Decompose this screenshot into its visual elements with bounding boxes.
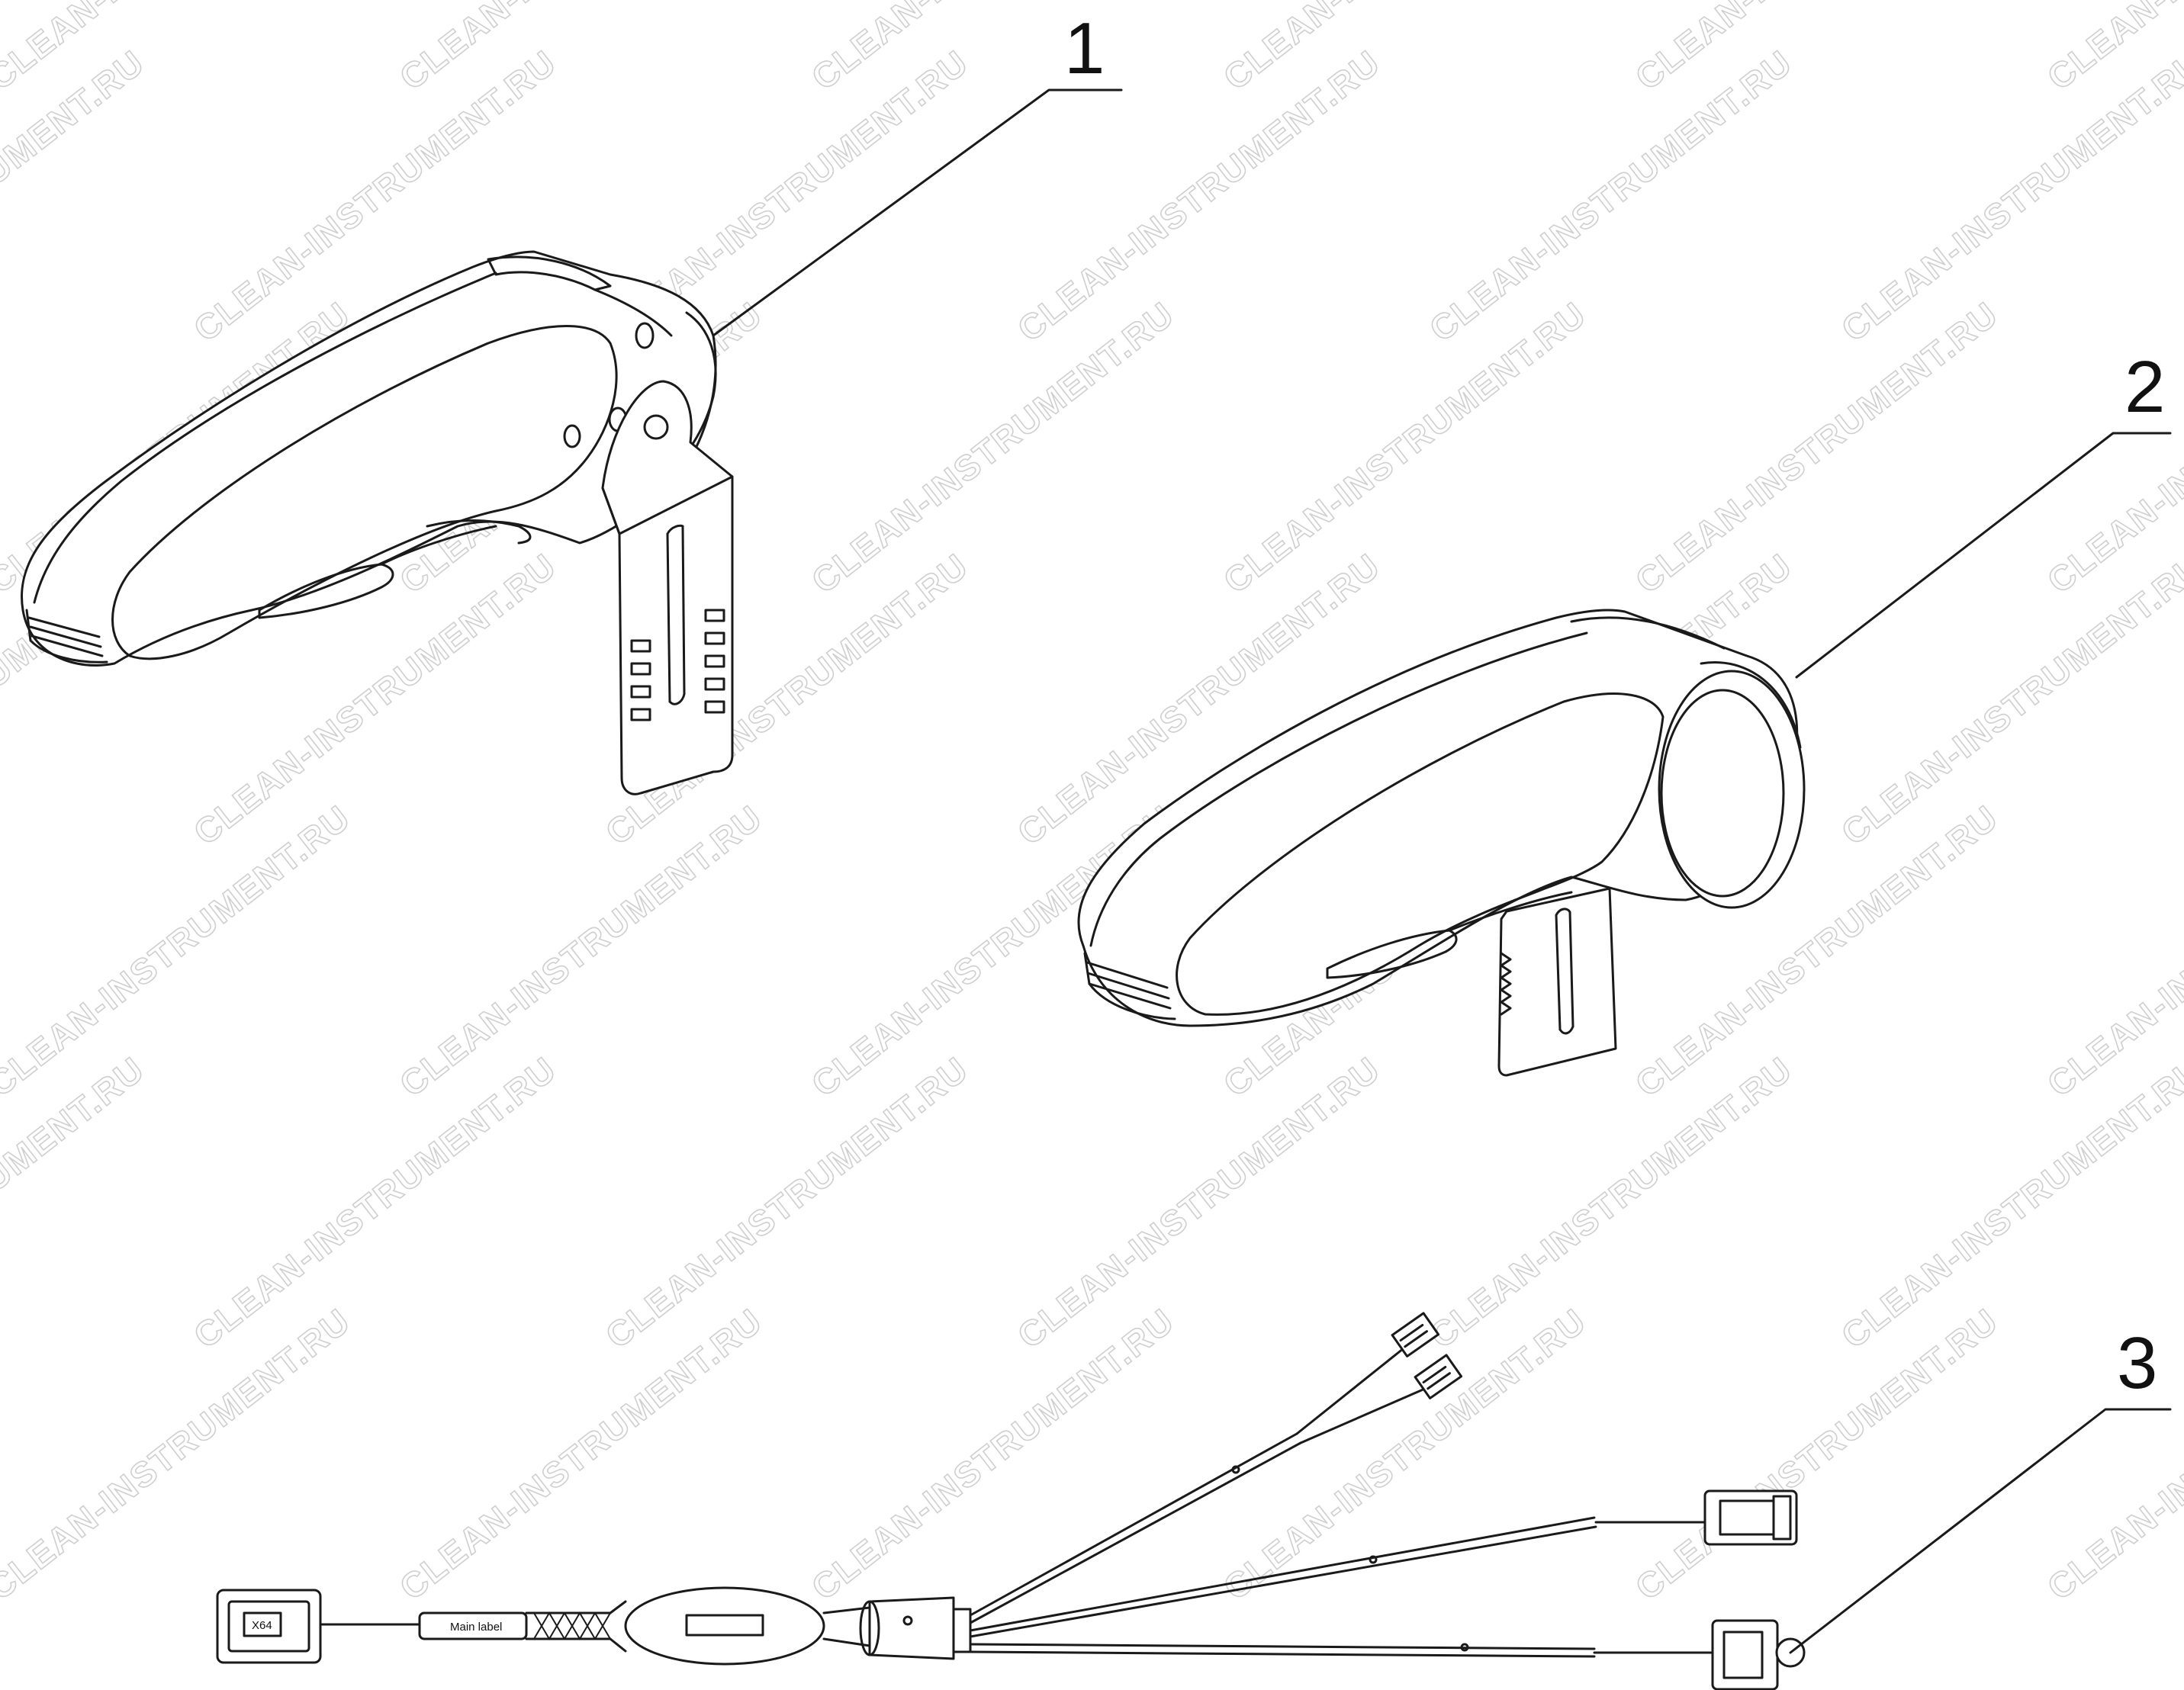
watermark-text: CLEAN-INSTRUMENT.RU: [186, 1049, 564, 1356]
callout-number-3: 3: [2117, 1322, 2157, 1404]
main-label-tag: Main label: [450, 1621, 502, 1634]
watermark-text: CLEAN-INSTRUMENT.RU: [0, 1300, 358, 1608]
watermark-text: CLEAN-INSTRUMENT.RU: [392, 797, 770, 1104]
watermark-text: CLEAN-INSTRUMENT.RU: [2040, 797, 2184, 1104]
watermark-text: CLEAN-INSTRUMENT.RU: [1628, 294, 2005, 601]
watermark-text: CLEAN-INSTRUMENT.RU: [804, 1300, 1182, 1608]
watermark-text: CLEAN-INSTRUMENT.RU: [1216, 294, 1594, 601]
watermark-text: CLEAN-INSTRUMENT.RU: [598, 1049, 976, 1356]
wiring-harness: X64 Main label: [216, 1312, 1806, 1690]
watermark-text: CLEAN-INSTRUMENT.RU: [1834, 1049, 2184, 1356]
watermark-text: CLEAN-INSTRUMENT.RU: [1628, 1300, 2005, 1608]
watermark-text: CLEAN-INSTRUMENT.RU: [1010, 1049, 1388, 1356]
watermark-text: CLEAN-INSTRUMENT.RU: [2040, 294, 2184, 601]
armrest-2: [1077, 609, 1806, 1077]
watermark-text: CLEAN-INSTRUMENT.RU: [804, 0, 1182, 98]
watermark-text: CLEAN-INSTRUMENT.RU: [0, 0, 358, 98]
watermark-text: CLEAN-INSTRUMENT.RU: [392, 0, 770, 98]
armrest-1: [21, 250, 734, 795]
watermark-text: CLEAN-INSTRUMENT.RU: [0, 797, 358, 1104]
watermark-text: CLEAN-INSTRUMENT.RU: [1422, 1049, 1800, 1356]
callout-2: 2: [1795, 346, 2172, 679]
callout-number-1: 1: [1064, 8, 1105, 89]
watermark-text: CLEAN-INSTRUMENT.RU: [1834, 545, 2184, 853]
watermark-text: CLEAN-INSTRUMENT.RU: [0, 1049, 152, 1356]
watermark-text: CLEAN-INSTRUMENT.RU: [392, 1300, 770, 1608]
connector-tag-x64: X64: [252, 1619, 272, 1632]
callout-number-2: 2: [2124, 346, 2165, 428]
watermark-text: CLEAN-INSTRUMENT.RU: [1216, 0, 1594, 98]
watermark-text: CLEAN-INSTRUMENT.RU: [2040, 1300, 2184, 1608]
watermark-text: CLEAN-INSTRUMENT.RU: [804, 294, 1182, 601]
watermark-text: CLEAN-INSTRUMENT.RU: [1834, 42, 2184, 349]
watermark-text: CLEAN-INSTRUMENT.RU: [1628, 0, 2005, 98]
callout-1: 1: [712, 8, 1123, 337]
watermark-text: CLEAN-INSTRUMENT.RU: [0, 42, 152, 349]
watermark-text: CLEAN-INSTRUMENT.RU: [1422, 42, 1800, 349]
callout-3: 3: [1789, 1322, 2172, 1654]
